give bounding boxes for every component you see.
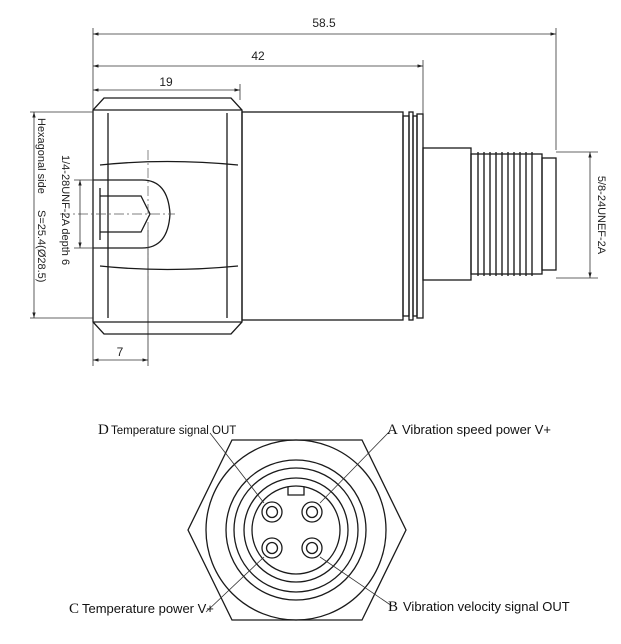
side-view: 58.5 42 19 7 bbox=[30, 16, 607, 366]
hex-side-label: Hexagonal side bbox=[35, 118, 47, 194]
leader-c bbox=[205, 556, 265, 613]
pin-c-socket bbox=[261, 537, 283, 559]
dim-body-length: 42 bbox=[251, 49, 265, 63]
front-view: D Temperature signal OUT A Vibration spe… bbox=[69, 422, 570, 621]
dim-hex-length: 19 bbox=[159, 75, 173, 89]
leader-a bbox=[319, 430, 391, 504]
pin-a-socket bbox=[301, 501, 323, 523]
insulator-face bbox=[251, 485, 341, 575]
dim-connector-thread: 5/8-24UNEF-2A bbox=[595, 176, 607, 255]
hex-body bbox=[92, 97, 243, 335]
connector-thread-marks bbox=[477, 152, 533, 276]
nut-chamfer-circle bbox=[205, 439, 387, 621]
pin-a-label: Vibration speed power V+ bbox=[402, 422, 551, 437]
leader-b bbox=[319, 556, 393, 607]
pin-b-label: Vibration velocity signal OUT bbox=[403, 599, 570, 614]
dim-total-length: 58.5 bbox=[312, 16, 336, 30]
cylinder-body bbox=[241, 111, 404, 321]
connector-neck bbox=[422, 147, 472, 281]
dim-bottom-offset: 7 bbox=[117, 345, 124, 359]
mount-thread-label: 1/4-28UNF-2A depth 6 bbox=[59, 155, 71, 265]
pin-d-label: Temperature signal OUT bbox=[111, 425, 236, 437]
body-ring-outer bbox=[225, 459, 367, 601]
pin-c-letter: C bbox=[69, 601, 79, 617]
hex-nut-outline bbox=[187, 439, 407, 621]
body-ring-inner bbox=[233, 467, 359, 593]
hex-size-label: S=25.4(Ø28.5) bbox=[35, 210, 47, 282]
pin-c-label: Temperature power V+ bbox=[82, 601, 214, 616]
connector-end bbox=[541, 157, 557, 271]
pin-a-letter: A bbox=[387, 422, 398, 438]
pin-d-socket bbox=[261, 501, 283, 523]
leader-d bbox=[209, 432, 265, 504]
insulator-ring bbox=[243, 477, 349, 583]
hex-face-upper bbox=[99, 160, 239, 166]
locating-key bbox=[287, 487, 305, 496]
groove-1 bbox=[402, 115, 410, 317]
pin-b-socket bbox=[301, 537, 323, 559]
pin-b-letter: B bbox=[388, 599, 398, 615]
hex-face-lower bbox=[99, 265, 239, 271]
pin-d-letter: D bbox=[98, 422, 109, 438]
groove-4 bbox=[416, 113, 424, 319]
